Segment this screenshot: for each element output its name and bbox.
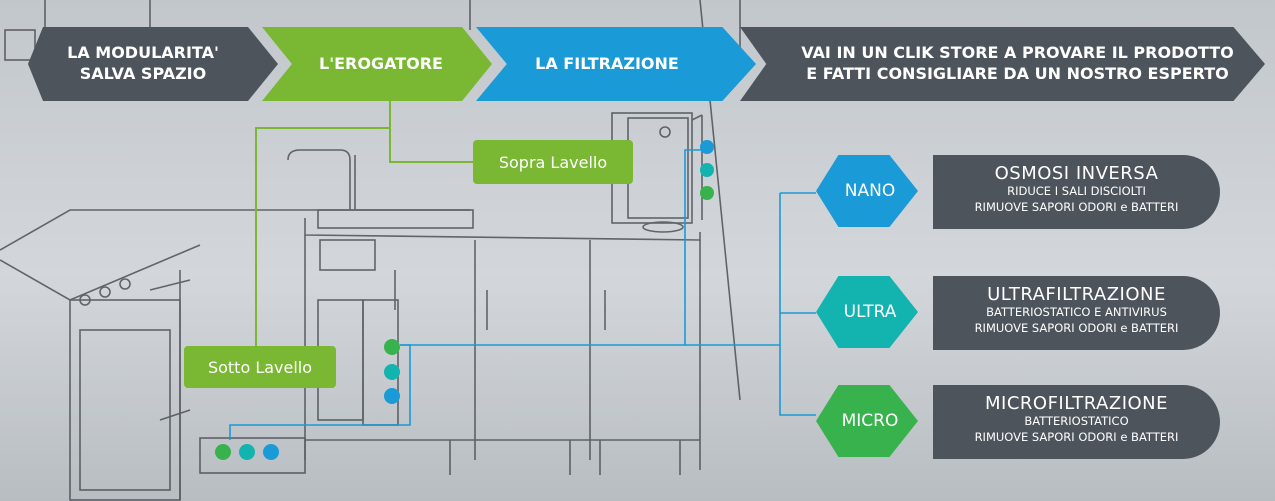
nano-info: OSMOSI INVERSA RIDUCE I SALI DISCIOLTI R…: [933, 155, 1220, 229]
micro-info: MICROFILTRAZIONE BATTERIOSTATICO RIMUOVE…: [933, 385, 1220, 459]
nav-erogatore-label: L'EROGATORE: [319, 53, 443, 73]
nav-filtrazione[interactable]: LA FILTRAZIONE: [476, 27, 756, 101]
nav-modularita[interactable]: LA MODULARITA' SALVA SPAZIO: [28, 27, 278, 101]
nav-filtrazione-label: LA FILTRAZIONE: [535, 53, 679, 73]
sopra-lavello-label[interactable]: Sopra Lavello: [473, 140, 633, 184]
nav-modularita-label: LA MODULARITA' SALVA SPAZIO: [67, 43, 219, 83]
micro-line1: BATTERIOSTATICO: [1024, 414, 1129, 428]
nano-line2: RIMUOVE SAPORI ODORI e BATTERI: [974, 199, 1179, 214]
micro-line2: RIMUOVE SAPORI ODORI e BATTERI: [974, 429, 1179, 444]
sotto-lavello-label[interactable]: Sotto Lavello: [184, 346, 336, 388]
ultra-info: ULTRAFILTRAZIONE BATTERIOSTATICO E ANTIV…: [933, 276, 1220, 350]
nano-badge-label: NANO: [844, 181, 896, 201]
nav-store[interactable]: VAI IN UN CLIK STORE A PROVARE IL PRODOT…: [740, 27, 1265, 101]
ultra-title: ULTRAFILTRAZIONE: [987, 284, 1166, 305]
micro-badge-label: MICRO: [841, 411, 899, 431]
nav-erogatore[interactable]: L'EROGATORE: [262, 27, 492, 101]
nano-line1: RIDUCE I SALI DISCIOLTI: [1007, 184, 1146, 198]
ultra-line1: BATTERIOSTATICO E ANTIVIRUS: [986, 305, 1167, 319]
ultra-badge-label: ULTRA: [843, 302, 897, 322]
nano-title: OSMOSI INVERSA: [994, 163, 1159, 184]
nav-store-label: VAI IN UN CLIK STORE A PROVARE IL PRODOT…: [801, 43, 1234, 83]
ultra-line2: RIMUOVE SAPORI ODORI e BATTERI: [974, 320, 1179, 335]
micro-title: MICROFILTRAZIONE: [984, 393, 1169, 414]
